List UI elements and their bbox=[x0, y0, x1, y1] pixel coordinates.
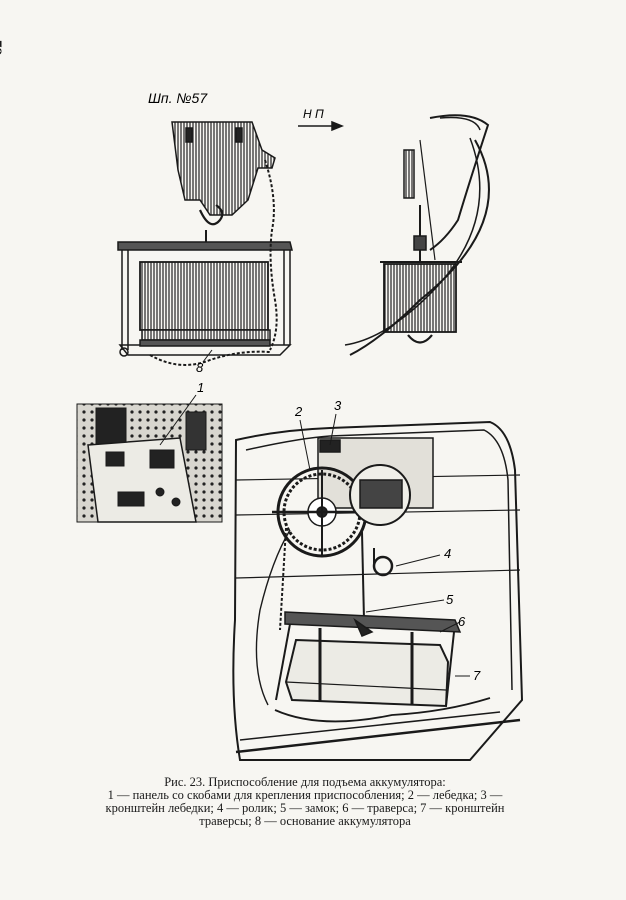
callout-labels: 1 2 3 4 5 6 7 8 bbox=[196, 360, 481, 683]
caption-line: траверсы; 8 — основание аккумулятора bbox=[199, 814, 411, 828]
caption-line: 1 — панель со скобами для крепления прис… bbox=[107, 788, 503, 802]
direction-arrow bbox=[298, 120, 345, 132]
callout-7: 7 bbox=[473, 668, 481, 683]
side-view-drawing bbox=[344, 114, 490, 356]
figure-caption: Рис. 23. Приспособление для подъема акку… bbox=[60, 776, 550, 828]
callout-1: 1 bbox=[197, 380, 204, 395]
technical-illustration: Шп. №57 Н П 1 2 3 4 5 6 7 8 bbox=[76, 90, 524, 761]
callout-5: 5 bbox=[446, 592, 454, 607]
direction-label: Н П bbox=[303, 107, 324, 121]
front-view-drawing bbox=[117, 121, 293, 366]
caption-title: Рис. 23. Приспособление для подъема акку… bbox=[164, 775, 446, 789]
callout-2: 2 bbox=[294, 404, 303, 419]
callout-3: 3 bbox=[334, 398, 342, 413]
winch-assembly-drawing bbox=[232, 413, 524, 761]
callout-8: 8 bbox=[196, 360, 204, 375]
callout-6: 6 bbox=[458, 614, 466, 629]
callout-4: 4 bbox=[444, 546, 451, 561]
mounting-panel-photo bbox=[76, 394, 223, 523]
caption-line: кронштейн лебедки; 4 — ролик; 5 — замок;… bbox=[105, 801, 505, 815]
plug-label: Шп. №57 bbox=[148, 90, 208, 106]
